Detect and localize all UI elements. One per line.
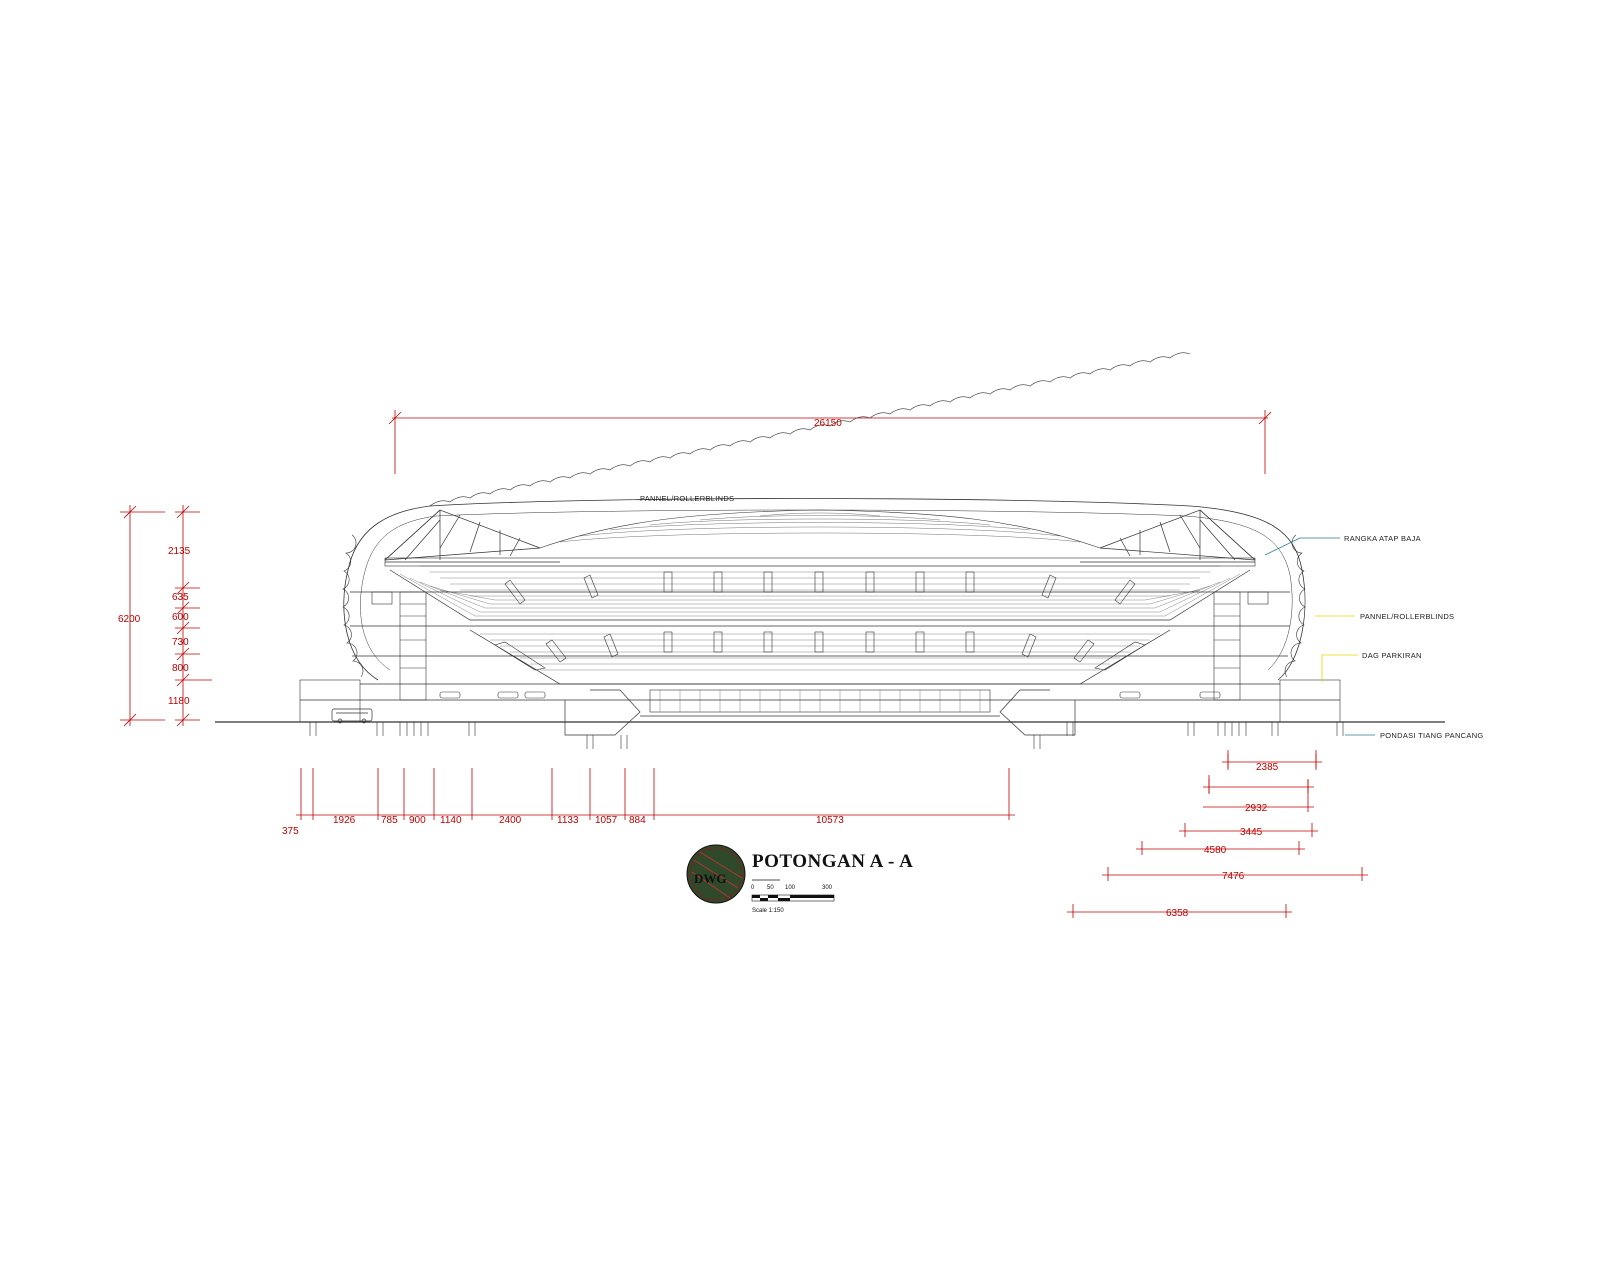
dim-bottom: 1926 xyxy=(333,815,356,826)
scale-tick: 0 xyxy=(751,885,755,891)
bowl-base-left xyxy=(564,689,641,736)
parking-deck-right xyxy=(1279,679,1341,723)
bowl-base-right xyxy=(999,689,1076,736)
dim-right: 6358 xyxy=(1166,908,1189,919)
dim-height-seg: 600 xyxy=(172,612,189,623)
stair-core-left xyxy=(371,591,427,701)
stair-core-right xyxy=(1213,591,1269,701)
bottom-ticks xyxy=(300,768,1010,820)
dimensions xyxy=(120,410,1368,918)
scale-text: Scale 1:150 xyxy=(752,908,784,914)
label-side-panel: PANNEL/ROLLERBLINDS xyxy=(1360,612,1454,621)
dim-bottom: 375 xyxy=(282,826,299,837)
leader-parking xyxy=(1321,654,1358,682)
right-dims xyxy=(1067,750,1368,918)
bus xyxy=(331,708,373,724)
label-foundation: PONDASI TIANG PANCANG xyxy=(1380,731,1484,740)
scale-bar xyxy=(751,879,835,902)
dim-bottom: 900 xyxy=(409,815,426,826)
pitch-lines xyxy=(659,690,981,712)
lower-tier xyxy=(469,629,1171,685)
foundation-piles xyxy=(309,722,1344,749)
label-roof-frame: RANGKA ATAP BAJA xyxy=(1344,534,1421,543)
dim-height-seg: 2135 xyxy=(168,546,191,557)
roof-dome xyxy=(539,509,1101,549)
upper-tier xyxy=(389,569,1251,621)
dim-bottom: 1133 xyxy=(557,815,579,826)
shell-scallops-left xyxy=(342,534,364,678)
dim-height-seg: 730 xyxy=(172,637,189,648)
dim-bottom: 1140 xyxy=(440,815,462,826)
dim-overall-width: 26150 xyxy=(814,418,842,429)
dim-right: 7476 xyxy=(1222,871,1245,882)
escalator-left xyxy=(494,641,546,671)
scale-tick: 300 xyxy=(822,885,833,891)
cars xyxy=(439,691,1221,699)
dim-height-seg: 635 xyxy=(172,592,189,603)
dim-right: 2385 xyxy=(1256,762,1279,773)
drawing-title: POTONGAN A - A xyxy=(752,851,913,872)
label-parking-deck: DAG PARKIRAN xyxy=(1362,651,1422,660)
leaders xyxy=(1264,537,1375,736)
dim-right: 4580 xyxy=(1204,845,1227,856)
dim-bottom: 2400 xyxy=(499,815,522,826)
lower-tier-rows xyxy=(480,633,1160,671)
stadium-section xyxy=(215,352,1445,749)
dim-height-seg: 800 xyxy=(172,663,189,674)
dim-bottom: 884 xyxy=(629,815,646,826)
roof-shell xyxy=(343,498,1306,681)
shell-scallops-right xyxy=(1284,534,1306,678)
dim-right: 3445 xyxy=(1240,827,1263,838)
label-roof-top: PANNEL/ROLLERBLINDS xyxy=(640,494,734,503)
parking-deck-left xyxy=(299,679,361,723)
roof-truss-left xyxy=(384,509,560,563)
leader-roof-frame xyxy=(1264,537,1340,556)
height-segment-labels: 2135 635 600 730 800 1180 xyxy=(168,546,191,707)
upper-tier-rows xyxy=(399,565,1241,617)
dim-right: 2932 xyxy=(1245,803,1268,814)
bottom-dim-labels: 375 1926 785 900 1140 2400 1133 1057 884… xyxy=(282,815,844,837)
title-block: DWG POTONGAN A - A 0 50 100 300 Scale 1:… xyxy=(686,844,913,914)
dim-bottom: 1057 xyxy=(595,815,618,826)
scale-tick: 50 xyxy=(767,885,774,891)
scale-tick: 100 xyxy=(785,885,796,891)
dome-ribs xyxy=(559,512,1081,543)
right-dim-labels: 2385 2932 3445 4580 7476 6358 xyxy=(1166,762,1279,919)
upper-vomitories xyxy=(504,571,1136,605)
height-ticks xyxy=(175,505,212,727)
logo-text: DWG xyxy=(694,871,727,886)
dim-bottom: 785 xyxy=(381,815,398,826)
dim-height-seg: 1180 xyxy=(168,696,190,707)
lower-vomitories xyxy=(545,631,1095,663)
roof-truss-right xyxy=(1080,509,1256,563)
escalator-right xyxy=(1094,641,1146,671)
dwg-logo: DWG xyxy=(686,844,746,904)
dim-bottom: 10573 xyxy=(816,815,844,826)
roof-scallops xyxy=(429,352,1191,507)
dim-height-total: 6200 xyxy=(118,614,141,625)
